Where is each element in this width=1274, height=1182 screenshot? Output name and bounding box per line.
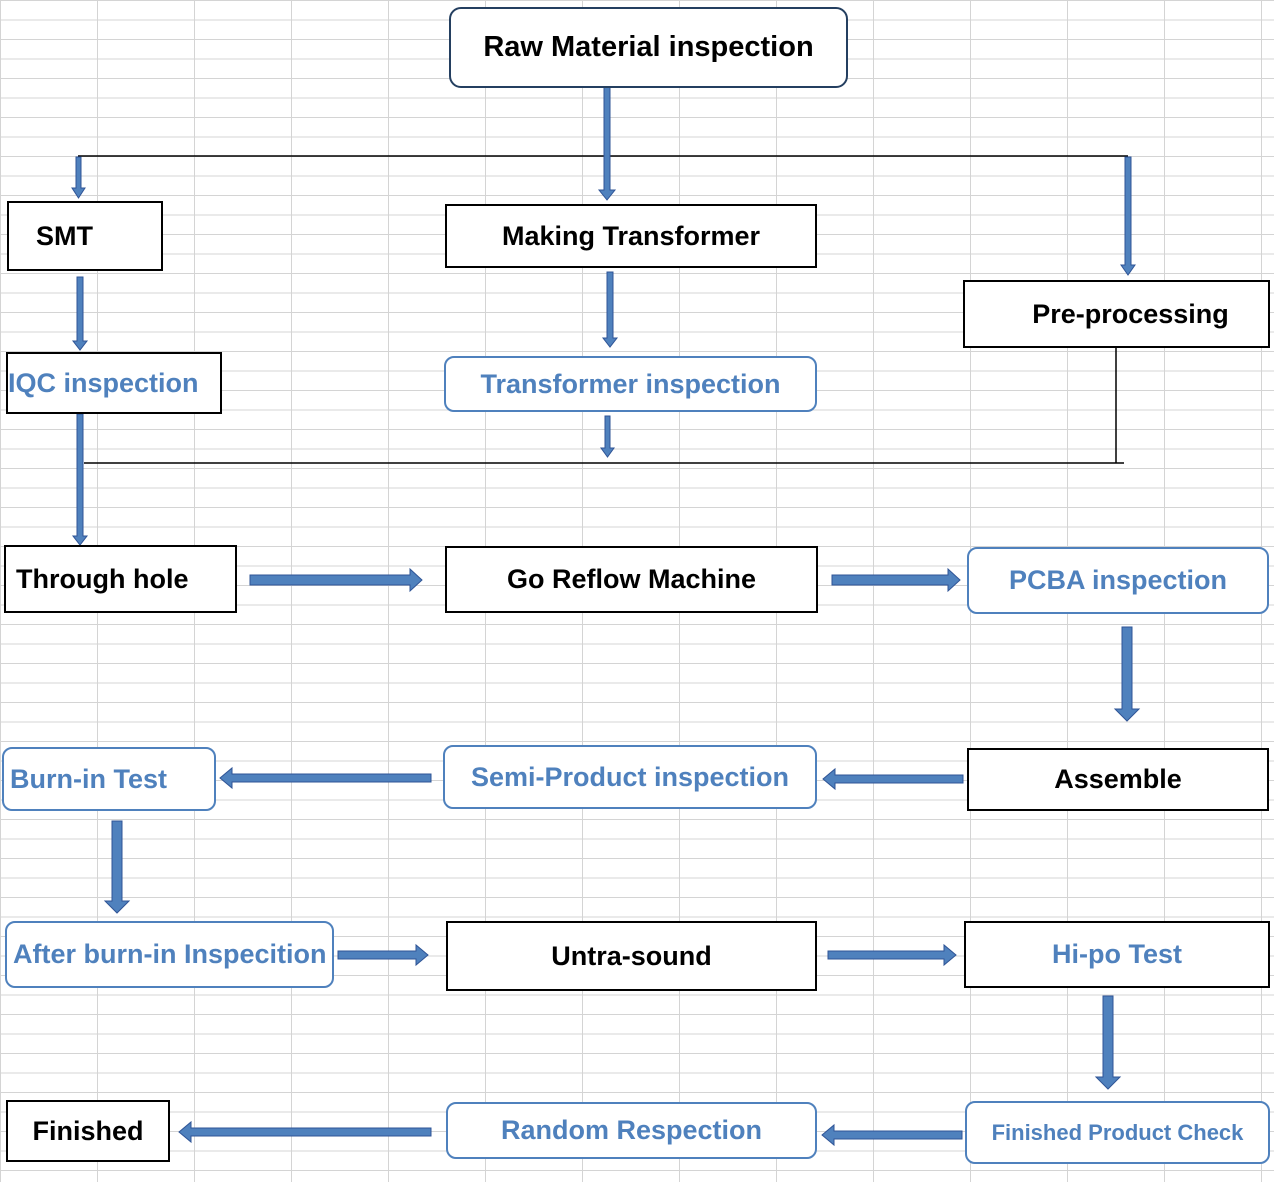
arrow-finalcheck-to-random [821, 1123, 963, 1147]
arrow-split-to-preprocessing [1120, 156, 1136, 276]
arrow-throughhole-to-reflow [249, 567, 423, 593]
node-hi-po-test: Hi-po Test [964, 921, 1270, 988]
arrow-hipo-to-finalcheck [1094, 995, 1122, 1090]
arrow-inspection-to-merge [600, 415, 615, 458]
node-go-reflow-machine: Go Reflow Machine [445, 546, 818, 613]
node-after-burn-in-inspection: After burn-in Inspecition [5, 921, 334, 988]
arrow-reflow-to-pcba [831, 567, 961, 593]
node-through-hole: Through hole [4, 545, 237, 613]
node-assemble: Assemble [967, 748, 1269, 811]
node-smt: SMT [7, 201, 163, 271]
arrow-transformer-to-inspection [601, 271, 619, 348]
arrow-assemble-to-semi [822, 767, 964, 791]
node-ultra-sound: Untra-sound [446, 921, 817, 991]
arrow-smt-to-iqc [71, 276, 89, 351]
arrow-raw-to-transformer [597, 83, 617, 201]
node-finished: Finished [6, 1100, 170, 1162]
arrow-semi-to-burnin [219, 766, 432, 790]
node-pre-processing: Pre-processing [963, 280, 1270, 348]
arrow-random-to-finished [178, 1120, 432, 1144]
node-finished-product-check: Finished Product Check [965, 1101, 1270, 1164]
node-pcba-inspection: PCBA inspection [967, 547, 1269, 614]
node-making-transformer: Making Transformer [445, 204, 817, 268]
arrow-split-to-smt [71, 156, 86, 199]
arrow-ultrasound-to-hipo [827, 943, 957, 967]
arrow-iqc-to-throughhole [71, 413, 89, 546]
node-iqc-inspection-label: IQC inspection [8, 367, 199, 398]
node-semi-product-inspection: Semi-Product inspection [443, 745, 817, 809]
node-iqc-inspection: IQC inspection [6, 352, 222, 414]
node-transformer-inspection: Transformer inspection [444, 356, 817, 412]
node-burn-in-test: Burn-in Test [2, 747, 216, 811]
arrow-burnin-to-after [103, 820, 131, 914]
node-raw-material-inspection: Raw Material inspection [449, 7, 848, 88]
arrow-after-to-ultrasound [337, 943, 429, 967]
node-random-respection: Random Respection [446, 1102, 817, 1159]
node-hi-po-test-label: Hi-po Test [1052, 939, 1182, 969]
arrow-pcba-to-assemble [1113, 626, 1141, 722]
